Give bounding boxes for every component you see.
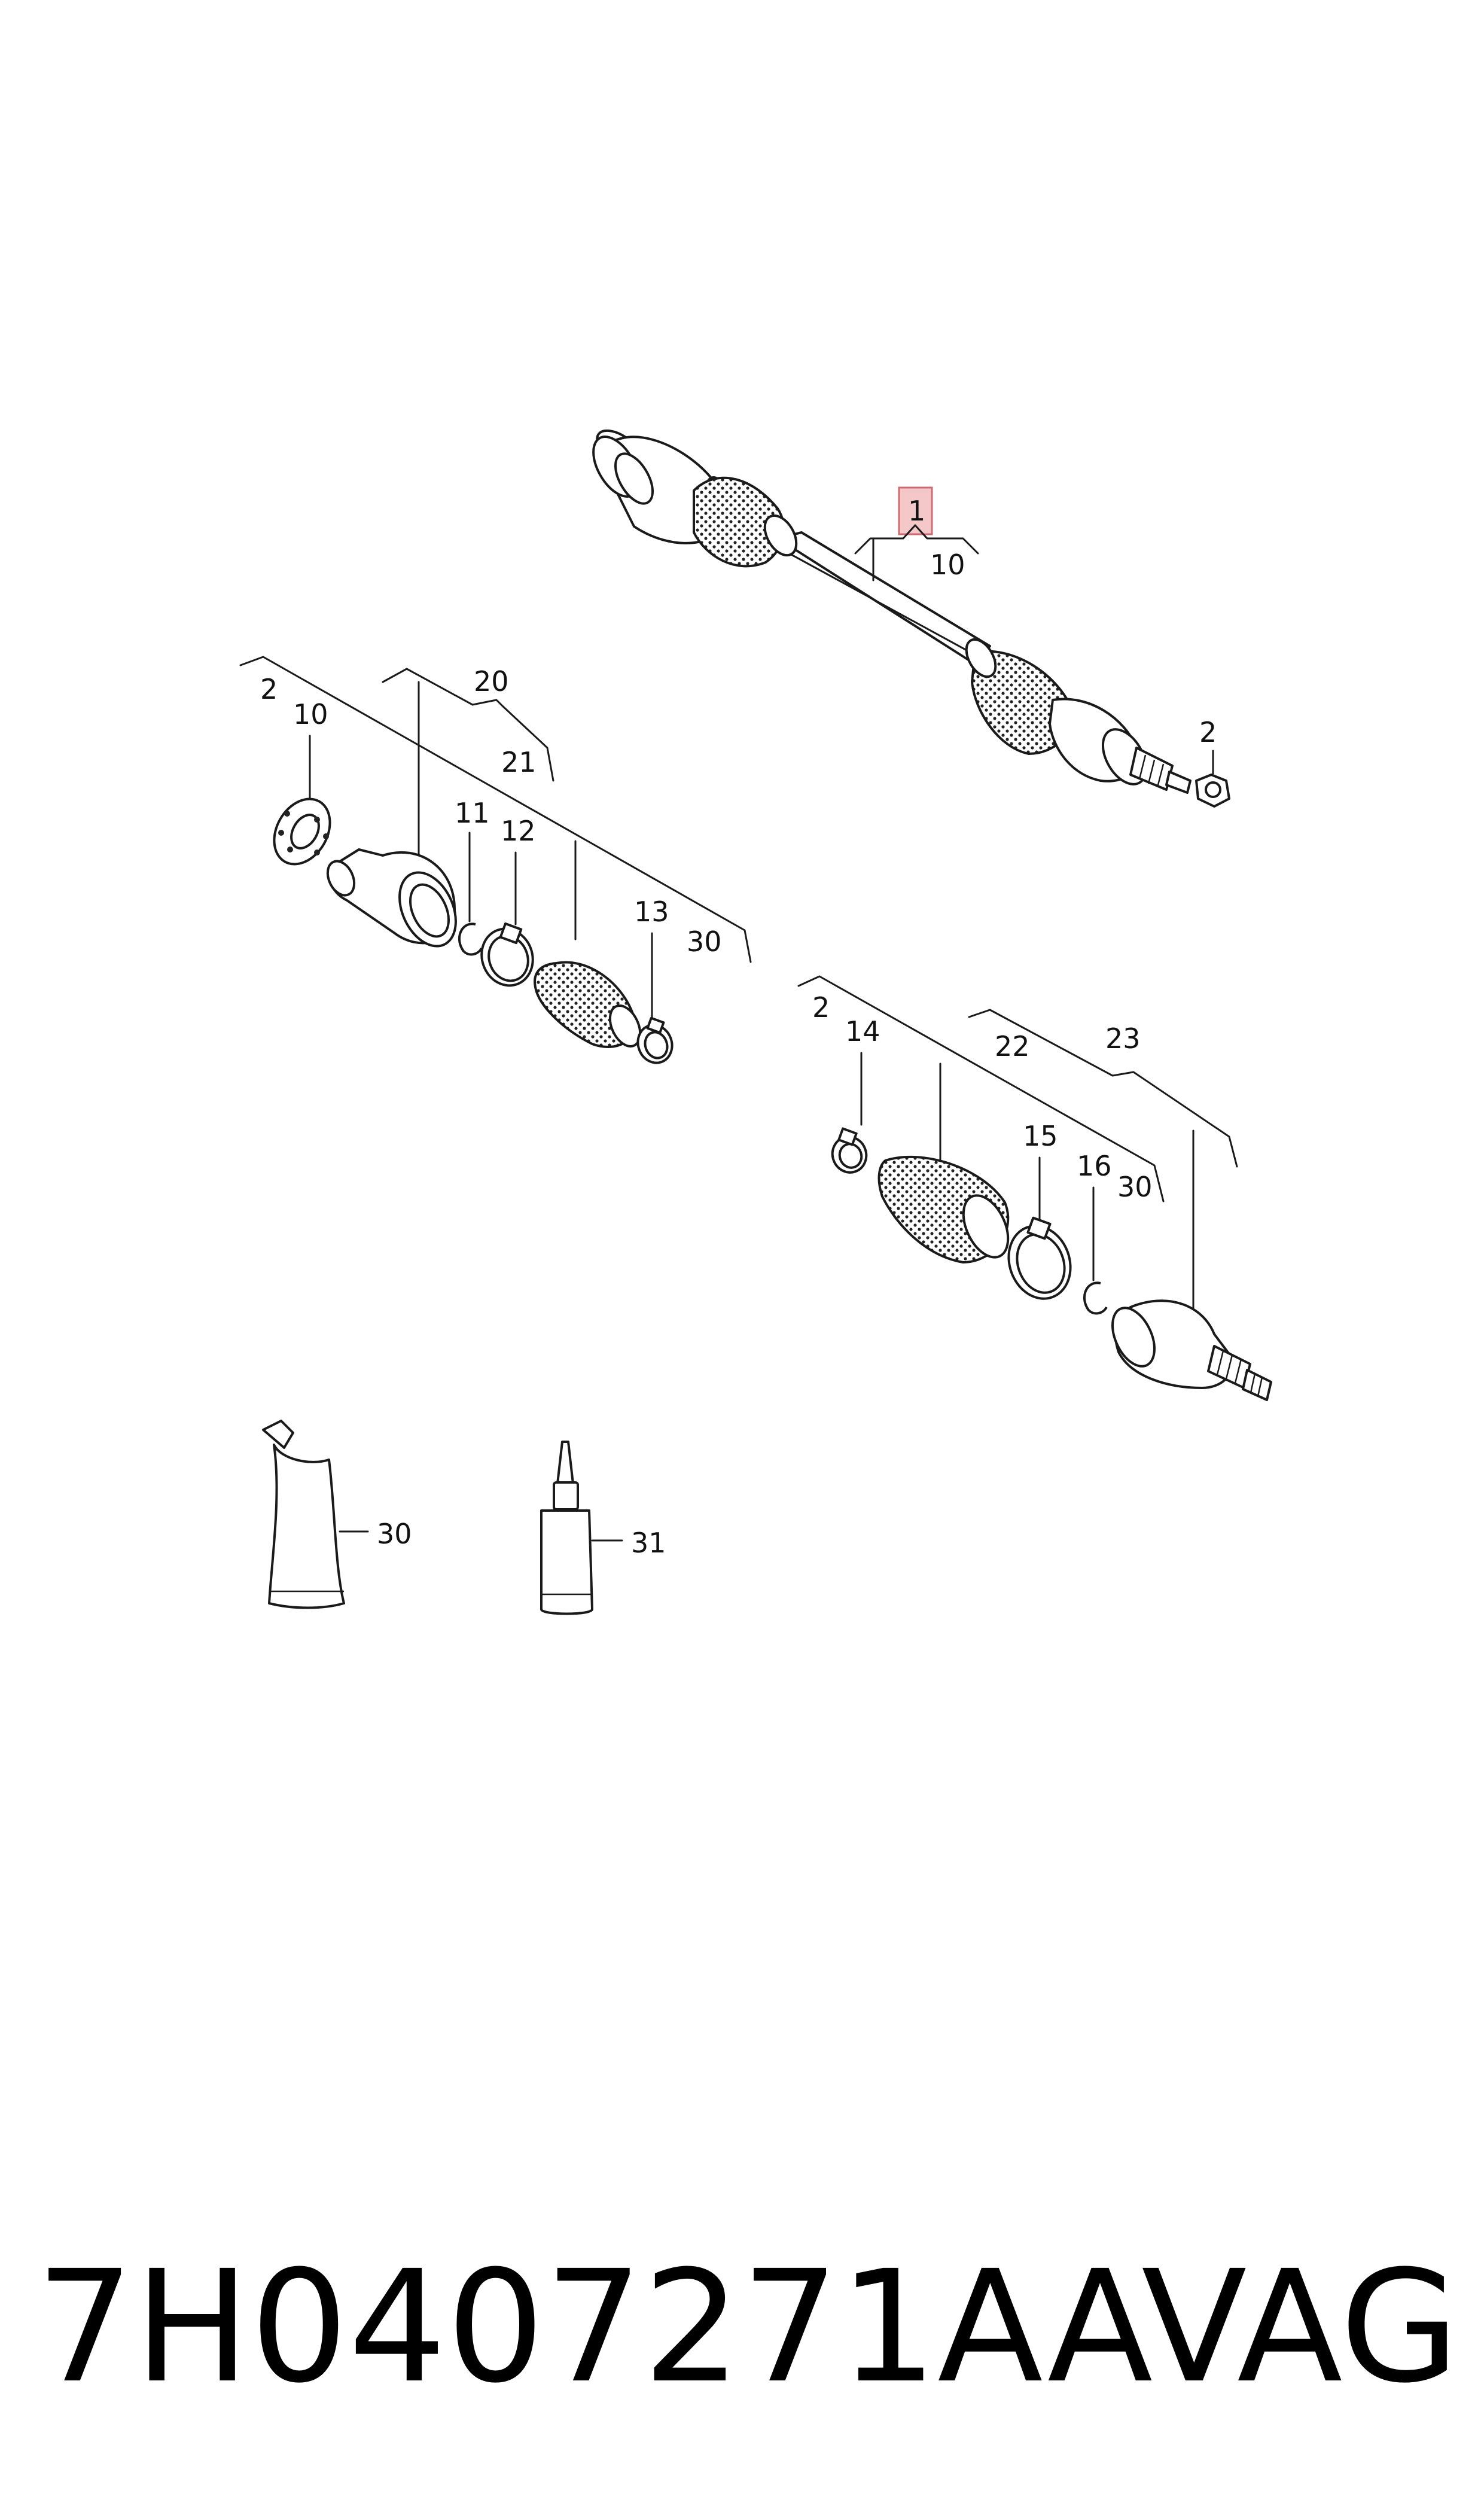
hose-clamp-large-right[interactable]	[999, 1216, 1080, 1308]
bracket-right-main	[797, 975, 1165, 1202]
callout-30-right: 30	[1117, 1171, 1153, 1203]
hose-clamp-small-right[interactable]	[827, 1127, 871, 1177]
circlip-right[interactable]	[1083, 1281, 1108, 1315]
cv-boot-outer[interactable]	[877, 1155, 1017, 1265]
callout-10-left: 10	[293, 698, 328, 730]
callout-13: 13	[634, 896, 669, 928]
hose-clamp-large[interactable]	[474, 922, 541, 993]
callout-12: 12	[501, 815, 536, 847]
hose-clamp-small[interactable]	[633, 1016, 678, 1068]
callout-22: 22	[995, 1030, 1030, 1062]
callout-1-bracket	[854, 524, 979, 581]
bracket-left-main	[239, 656, 752, 963]
callout-21: 21	[501, 746, 537, 778]
bracket-23	[968, 1009, 1238, 1168]
callout-20: 20	[474, 665, 509, 698]
brand-name: VAG	[1141, 2237, 1459, 2417]
callout-11: 11	[455, 797, 490, 829]
hex-nut[interactable]	[1195, 774, 1230, 808]
callout-16: 16	[1077, 1150, 1112, 1182]
callout-2-top: 2	[1199, 716, 1217, 748]
sealant-bottle[interactable]	[540, 1441, 593, 1615]
callout-23: 23	[1105, 1022, 1141, 1055]
callout-10-top: 10	[930, 549, 965, 581]
callout-2-left: 2	[260, 673, 278, 705]
circlip[interactable]	[458, 922, 483, 956]
inner-cv-joint[interactable]	[322, 848, 467, 955]
grease-tube[interactable]	[262, 1420, 345, 1609]
footer-bar: 7H0407271AA VAG	[36, 2237, 1459, 2417]
callout-14: 14	[845, 1015, 880, 1048]
callout-15: 15	[1023, 1120, 1058, 1152]
callout-30-tube: 30	[377, 1518, 412, 1550]
thrust-washer[interactable]	[263, 789, 342, 874]
callout-1: 1	[908, 495, 925, 527]
part-number: 7H0407271AA	[36, 2237, 1153, 2417]
bracket-20	[382, 668, 554, 782]
callout-2-right: 2	[812, 991, 830, 1024]
callout-31-bottle: 31	[631, 1527, 666, 1559]
outer-cv-joint[interactable]	[1104, 1299, 1272, 1401]
complete-driveshaft[interactable]	[584, 424, 1192, 794]
callout-30-left: 30	[687, 925, 722, 958]
cv-boot-inner[interactable]	[534, 961, 646, 1051]
